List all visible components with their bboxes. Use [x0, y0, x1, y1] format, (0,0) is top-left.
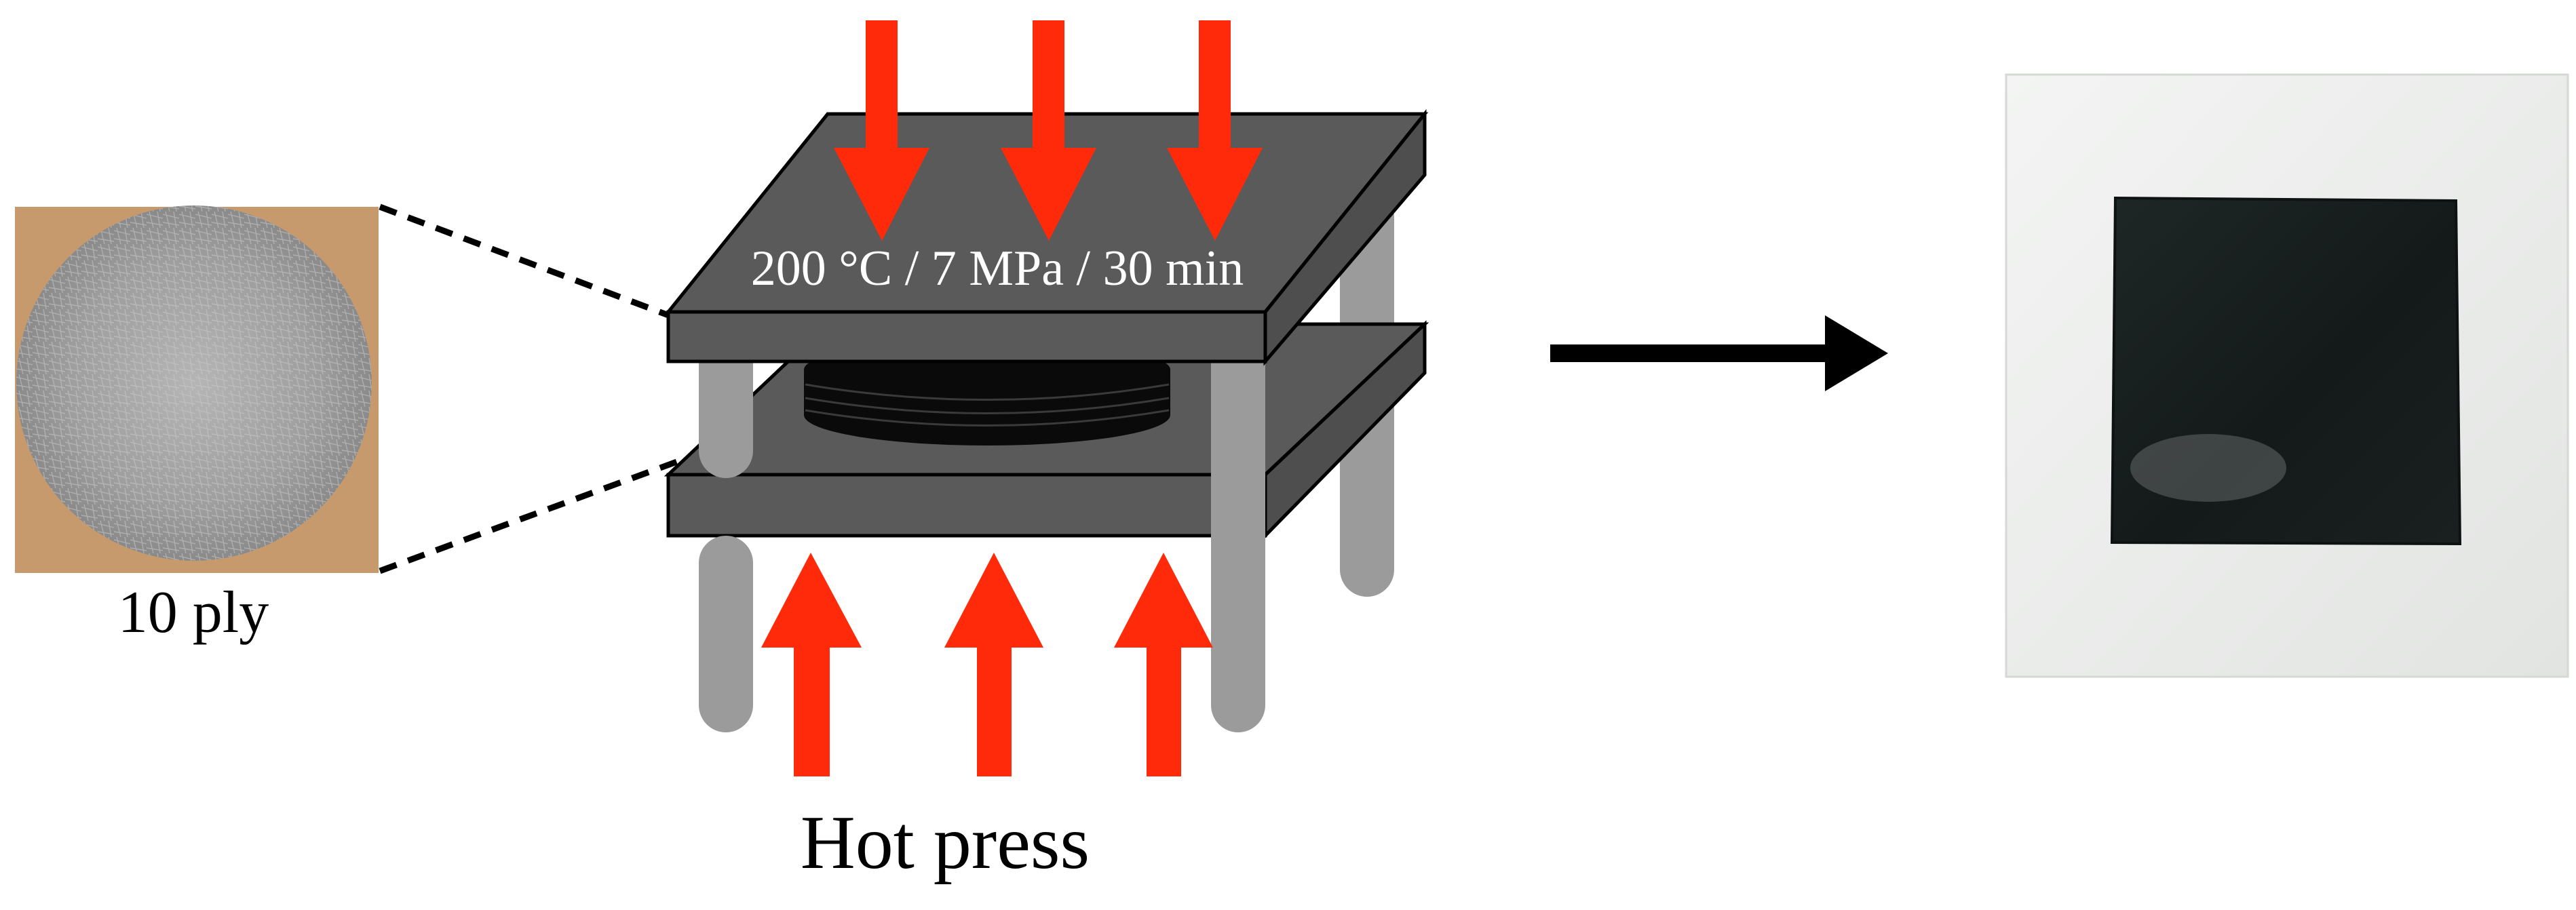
- composite-panel: [2110, 196, 2462, 546]
- hot-press-label: Hot press: [801, 801, 1090, 885]
- arrow-up-1: [761, 553, 862, 776]
- fiber-mat-photo: [15, 205, 379, 573]
- arrow-down-3: [1167, 20, 1263, 241]
- post-front-left: [699, 536, 753, 732]
- zoom-line-bottom: [379, 412, 805, 574]
- post-front-right: [1211, 332, 1265, 732]
- bottom-plate-front-face: [666, 473, 1267, 538]
- ply-label: 10 ply: [118, 580, 269, 646]
- post-mid-left: [699, 363, 753, 478]
- pressure-arrows-down: [834, 20, 1263, 241]
- top-plate-front-face: [666, 310, 1267, 363]
- panel-glare: [2130, 434, 2286, 502]
- pressure-arrows-up: [761, 553, 1213, 776]
- press-conditions-label: 200 °C / 7 MPa / 30 min: [751, 241, 1244, 296]
- product-photo: [2005, 73, 2569, 678]
- felt-fibers: [16, 205, 372, 561]
- arrow-down-2: [1001, 20, 1096, 241]
- zoom-line-top: [379, 203, 805, 370]
- arrow-up-3: [1114, 553, 1213, 776]
- process-arrow: [1550, 315, 1888, 391]
- arrow-up-2: [944, 553, 1043, 776]
- arrow-down-1: [834, 20, 929, 241]
